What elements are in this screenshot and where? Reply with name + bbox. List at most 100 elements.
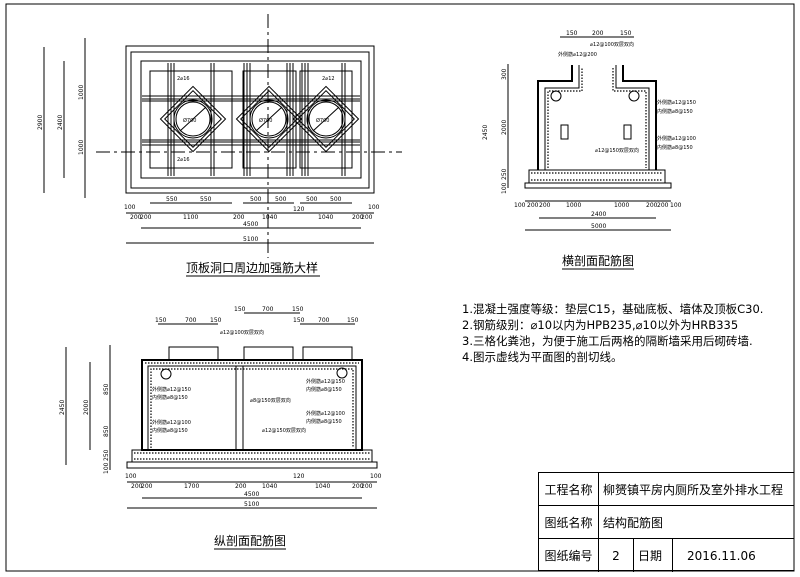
note-item: 3.三格化粪池，为便于施工后两格的隔断墙采用后砌砖墙. xyxy=(462,334,753,348)
longitudinal-title: 纵剖面配筋图 xyxy=(214,533,286,548)
dim: 200 xyxy=(140,214,152,221)
project-label: 工程名称 xyxy=(539,473,599,505)
dim: 100 xyxy=(514,202,526,209)
rebar-label: 内侧筋⌀8@150 xyxy=(657,144,693,151)
dim: 200 xyxy=(657,202,669,209)
dim: 200 xyxy=(646,202,658,209)
rebar-label: 外侧筋⌀12@150 xyxy=(152,386,191,393)
dim: 500 xyxy=(250,196,262,203)
note-item: 2.钢筋级别：⌀10以内为HPB235,⌀10以外为HRB335 xyxy=(462,318,739,332)
dim: 1700 xyxy=(184,483,199,490)
dim: 850 xyxy=(103,425,110,437)
dim: 200 xyxy=(527,202,539,209)
rebar-label: 2⌀16 xyxy=(177,76,190,82)
dim: 1040 xyxy=(318,214,333,221)
rebar-label: 外侧筋⌀12@100 xyxy=(657,135,696,142)
dim: 250 xyxy=(103,449,110,461)
rebar-label: ⌀8@150双层双向 xyxy=(250,397,291,404)
dim: 200 xyxy=(361,214,373,221)
hole-label: Ø700 xyxy=(316,117,329,124)
rebar-label: 内侧筋⌀8@150 xyxy=(306,418,342,425)
rebar-label: 外侧筋⌀12@100 xyxy=(306,410,345,417)
rebar-label: ⌀12@150双层双向 xyxy=(595,147,639,154)
pipe-icon xyxy=(628,90,640,102)
date-label: 日期 xyxy=(634,539,673,572)
dim: 4500 xyxy=(243,221,258,228)
dim: 200 xyxy=(361,483,373,490)
rebar-label: 内侧筋⌀8@150 xyxy=(152,394,188,401)
dim: 150 xyxy=(620,30,632,37)
hole-2 xyxy=(235,85,303,153)
dim: 700 xyxy=(185,317,197,324)
dim: 1000 xyxy=(78,85,85,100)
dim: 500 xyxy=(306,196,318,203)
pipe-icon xyxy=(336,367,348,379)
plan-view: 2⌀16 2⌀12 2⌀16 Ø700 Ø700 Ø700 550 550 50… xyxy=(37,14,402,277)
rebar-label: 外侧筋⌀12@200 xyxy=(558,51,597,58)
rebar-label: 外侧筋⌀12@150 xyxy=(306,378,345,385)
dim: 700 xyxy=(318,317,330,324)
dim: 100 xyxy=(368,204,380,211)
dim: 5100 xyxy=(243,236,258,243)
dim: 200 xyxy=(352,214,364,221)
dim: 200 xyxy=(141,483,153,490)
dim: 250 xyxy=(501,168,508,180)
dim: 100 xyxy=(124,204,136,211)
dim: 200 xyxy=(235,483,247,490)
hole-label: Ø700 xyxy=(183,117,196,124)
dim: 200 xyxy=(352,483,364,490)
number-label: 图纸编号 xyxy=(539,539,599,572)
dim: 200 xyxy=(233,214,245,221)
dim: 2450 xyxy=(59,400,66,415)
pipe-icon xyxy=(160,368,172,380)
note-item: 1.混凝土强度等级：垫层C15，基础底板、墙体及顶板C30. xyxy=(462,302,764,316)
dim: 150 xyxy=(566,30,578,37)
dim: 2400 xyxy=(591,211,606,218)
dim: 5000 xyxy=(591,223,606,230)
dim: 150 xyxy=(210,317,222,324)
transverse-section: 150 200 150 100 200 200 1000 1000 200 20… xyxy=(482,30,696,270)
dim: 1000 xyxy=(78,140,85,155)
rebar-label: ⌀12@100双层双向 xyxy=(590,41,634,48)
dim: 550 xyxy=(200,196,212,203)
title-block: 工程名称 柳赟镇平房内厕所及室外排水工程 图纸名称 结构配筋图 图纸编号 2 日… xyxy=(538,472,794,572)
dim: 700 xyxy=(262,306,274,313)
hole-3 xyxy=(292,85,360,153)
dim: 100 xyxy=(670,202,682,209)
dim: 2900 xyxy=(37,115,44,130)
date-value: 2016.11.06 xyxy=(687,548,756,563)
dim: 120 xyxy=(293,473,305,480)
dim: 150 xyxy=(155,317,167,324)
dim: 300 xyxy=(501,68,508,80)
dim: 200 xyxy=(539,202,551,209)
dim: 500 xyxy=(330,196,342,203)
rebar-label: 外侧筋⌀12@100 xyxy=(152,419,191,426)
rebar-label: 2⌀12 xyxy=(322,76,335,82)
rebar-label: ⌀12@150双层双向 xyxy=(262,427,306,434)
transverse-title: 横剖面配筋图 xyxy=(562,253,634,268)
dim: 2400 xyxy=(57,115,64,130)
dim: 200 xyxy=(130,214,142,221)
rebar-label: ⌀12@100双层双向 xyxy=(220,329,264,336)
rebar-label: 2⌀16 xyxy=(177,157,190,163)
rebar-label: 外侧筋⌀12@150 xyxy=(657,99,696,106)
drawing-value: 结构配筋图 xyxy=(603,515,664,530)
rebar-label: 内侧筋⌀8@150 xyxy=(152,427,188,434)
dim: 5100 xyxy=(244,501,259,508)
dim: 1100 xyxy=(183,214,198,221)
dim: 2450 xyxy=(482,125,489,140)
dim: 150 xyxy=(347,317,359,324)
dim: 150 xyxy=(293,317,305,324)
project-value: 柳赟镇平房内厕所及室外排水工程 xyxy=(603,482,784,497)
rebar-label: 内侧筋⌀8@150 xyxy=(657,108,693,115)
hole-label: Ø700 xyxy=(259,117,272,124)
pipe-icon xyxy=(550,90,562,102)
dim: 200 xyxy=(131,483,143,490)
dim: 100 xyxy=(501,182,508,194)
dim: 100 xyxy=(103,462,110,474)
sheet-border xyxy=(5,3,795,572)
longitudinal-section: 150 700 150 150 700 150 150 700 150 100 … xyxy=(59,306,382,550)
note-item: 4.图示虚线为平面图的剖切线。 xyxy=(462,350,623,364)
plan-title: 顶板洞口周边加强筋大样 xyxy=(186,260,318,275)
